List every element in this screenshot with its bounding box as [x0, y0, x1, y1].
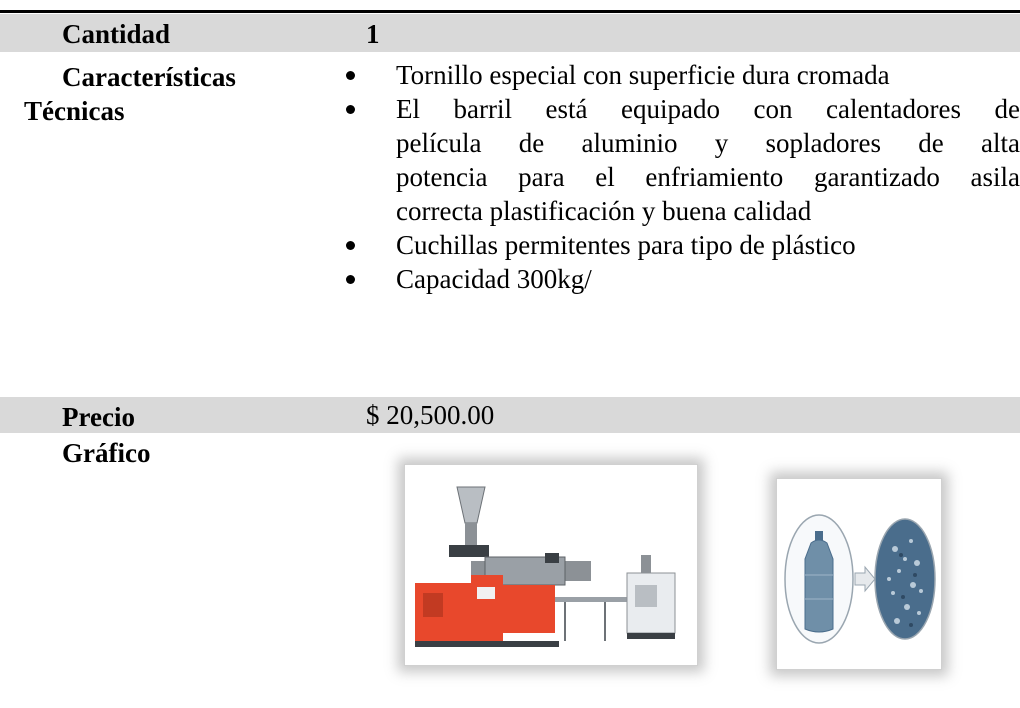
features-item-line: Tornillo especial con superficie dura cr… — [396, 60, 890, 90]
extruder-machine-icon — [415, 486, 676, 647]
features-list-item: Capacidad 300kg/ — [340, 262, 1020, 296]
quantity-label: Cantidad — [62, 19, 171, 49]
features-label-line1: Características — [62, 62, 236, 92]
table-top-rule — [0, 10, 1020, 13]
features-list: Tornillo especial con superficie dura cr… — [340, 58, 1020, 296]
features-item-line: película de aluminio y sopladores de alt… — [396, 128, 1020, 158]
features-item-line: El barril está equipado con calentadores… — [396, 94, 1020, 124]
extruder-machine-photo — [404, 464, 698, 666]
features-item-line: correcta plastificación y buena calidad — [396, 196, 812, 226]
features-list-item: Cuchillas permitentes para tipo de plást… — [340, 228, 1020, 262]
features-item-line: Cuchillas permitentes para tipo de plást… — [396, 230, 856, 260]
features-item-line: potencia para el enfriamiento garantizad… — [396, 162, 1020, 192]
features-list-item: Tornillo especial con superficie dura cr… — [340, 58, 1020, 92]
price-row-band — [0, 397, 1020, 433]
features-label-line2: Técnicas — [24, 96, 125, 126]
features-item-line: Capacidad 300kg/ — [396, 264, 592, 294]
price-value: $ 20,500.00 — [366, 400, 495, 430]
bottle-to-flakes-photo — [776, 478, 942, 670]
bottle-to-flakes-icon — [784, 514, 936, 644]
features-list-item: El barril está equipado con calentadores… — [340, 92, 1020, 228]
price-label: Precio — [62, 402, 135, 432]
graphic-label: Gráfico — [62, 438, 151, 468]
quantity-value: 1 — [366, 19, 380, 49]
quantity-row-band — [0, 14, 1020, 52]
